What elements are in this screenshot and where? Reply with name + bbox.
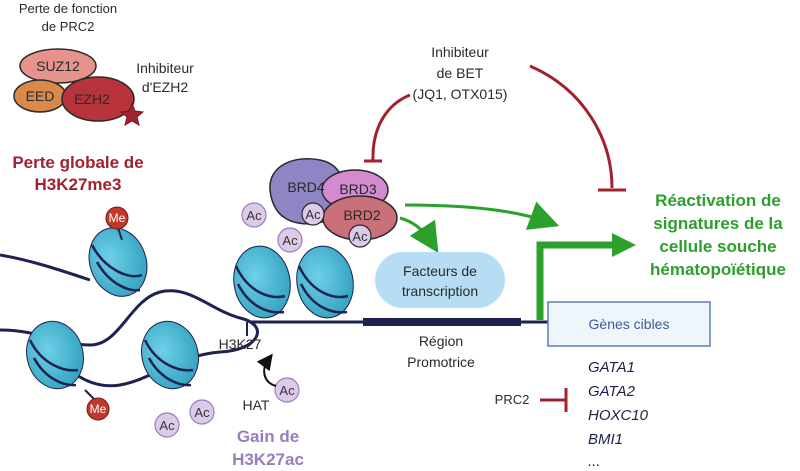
prc2-repress-label: PRC2 xyxy=(495,392,530,407)
dna-strand xyxy=(0,253,91,282)
prc2-complex: SUZ12 EED EZH2 xyxy=(13,48,145,127)
nucleosome-1 xyxy=(88,227,148,297)
promoter-region-bar xyxy=(363,318,521,326)
me-label-bottom: Me xyxy=(90,402,107,416)
gene-3: HOXC10 xyxy=(588,407,649,424)
me-mark-bottom xyxy=(86,397,110,421)
reactivation-line3: cellule souche xyxy=(659,237,776,256)
nucleosome-2 xyxy=(26,320,84,390)
transcription-start-arrow xyxy=(536,241,618,320)
gene-2: GATA2 xyxy=(588,383,636,400)
hat-label: HAT xyxy=(243,397,270,413)
ac-mark-1 xyxy=(154,412,180,438)
brd2-label: BRD2 xyxy=(343,207,381,223)
ezh2-subunit xyxy=(61,76,135,122)
bet-inhibitor-line2: de BET xyxy=(437,65,484,81)
promoter-line1: Région xyxy=(419,333,463,349)
target-genes-box xyxy=(547,301,711,347)
brd3-label: BRD3 xyxy=(339,181,377,197)
nucleosome-5 xyxy=(296,245,354,319)
bet-reactivation-inhibition-arc xyxy=(529,64,614,189)
me-label-top: Me xyxy=(109,211,126,225)
bet-inhibition-arc xyxy=(371,93,411,161)
gene-5: ... xyxy=(588,453,601,470)
ac-mark-hat xyxy=(274,377,300,403)
ac-label-2: Ac xyxy=(194,405,210,420)
target-genes-label: Gènes cibles xyxy=(589,316,670,332)
global-loss-line2: H3K27me3 xyxy=(35,175,122,194)
ezh2-inhibitor-line2: d'EZH2 xyxy=(142,79,188,95)
ac-mark-2 xyxy=(189,399,215,425)
suz12-label: SUZ12 xyxy=(36,58,80,74)
ac-brd4 xyxy=(301,202,325,226)
gene-1: GATA1 xyxy=(588,359,635,376)
reactivation-line4: hématopoïétique xyxy=(650,260,786,279)
ac-mark-3 xyxy=(241,202,267,228)
gene-4: BMI1 xyxy=(588,431,623,448)
tf-line1: Facteurs de xyxy=(403,263,477,279)
transcription-arrowhead-icon xyxy=(612,233,636,257)
ac-mark-group: Ac Ac Ac Ac Ac xyxy=(154,202,303,438)
tf-line2: transcription xyxy=(402,283,478,299)
h3k27-label: H3K27 xyxy=(219,336,262,352)
me-stalk-top xyxy=(117,227,123,241)
me-stalk-bottom xyxy=(84,389,96,401)
ac-brd2 xyxy=(348,224,372,248)
prc2-loss-line2: de PRC2 xyxy=(42,19,95,34)
brd4-label: BRD4 xyxy=(287,179,325,195)
eed-label: EED xyxy=(26,88,55,104)
nucleosome-3 xyxy=(141,320,199,390)
bet-inhibitor-line3: (JQ1, OTX015) xyxy=(413,86,508,102)
me-mark-top xyxy=(105,206,129,230)
promoter-line2: Promotrice xyxy=(407,354,475,370)
gain-line1: Gain de xyxy=(237,427,299,446)
brd-activation-arrow xyxy=(404,201,560,230)
dna-strand-loop xyxy=(0,289,259,388)
transcription-factors-blob xyxy=(375,252,505,308)
brd-tf-arrow xyxy=(399,216,439,254)
brd-complex: Ac Ac BRD4 BRD3 BRD2 xyxy=(269,158,398,248)
ac-label-hat: Ac xyxy=(279,383,295,398)
global-loss-line1: Perte globale de xyxy=(12,153,143,172)
hat-arrow xyxy=(256,353,277,387)
prc2-loss-line1: Perte de fonction xyxy=(19,1,117,16)
ac-mark-4 xyxy=(277,227,303,253)
nucleosome-4 xyxy=(233,245,291,319)
ac-brd2-label: Ac xyxy=(352,229,368,244)
ac-label-4: Ac xyxy=(282,233,298,248)
ezh2-inhibitor-star-icon xyxy=(119,101,145,127)
ezh2-label: EZH2 xyxy=(74,91,110,107)
bet-inhibitor-line1: Inhibiteur xyxy=(431,44,489,60)
reactivation-line2: signatures de la xyxy=(653,214,783,233)
gain-line2: H3K27ac xyxy=(232,450,304,469)
ac-label-3: Ac xyxy=(246,208,262,223)
ezh2-inhibitor-line1: Inhibiteur xyxy=(136,60,194,76)
ac-brd4-label: Ac xyxy=(305,207,321,222)
ac-label-1: Ac xyxy=(159,418,175,433)
suz12-subunit xyxy=(19,48,97,84)
reactivation-line1: Réactivation de xyxy=(655,191,781,210)
